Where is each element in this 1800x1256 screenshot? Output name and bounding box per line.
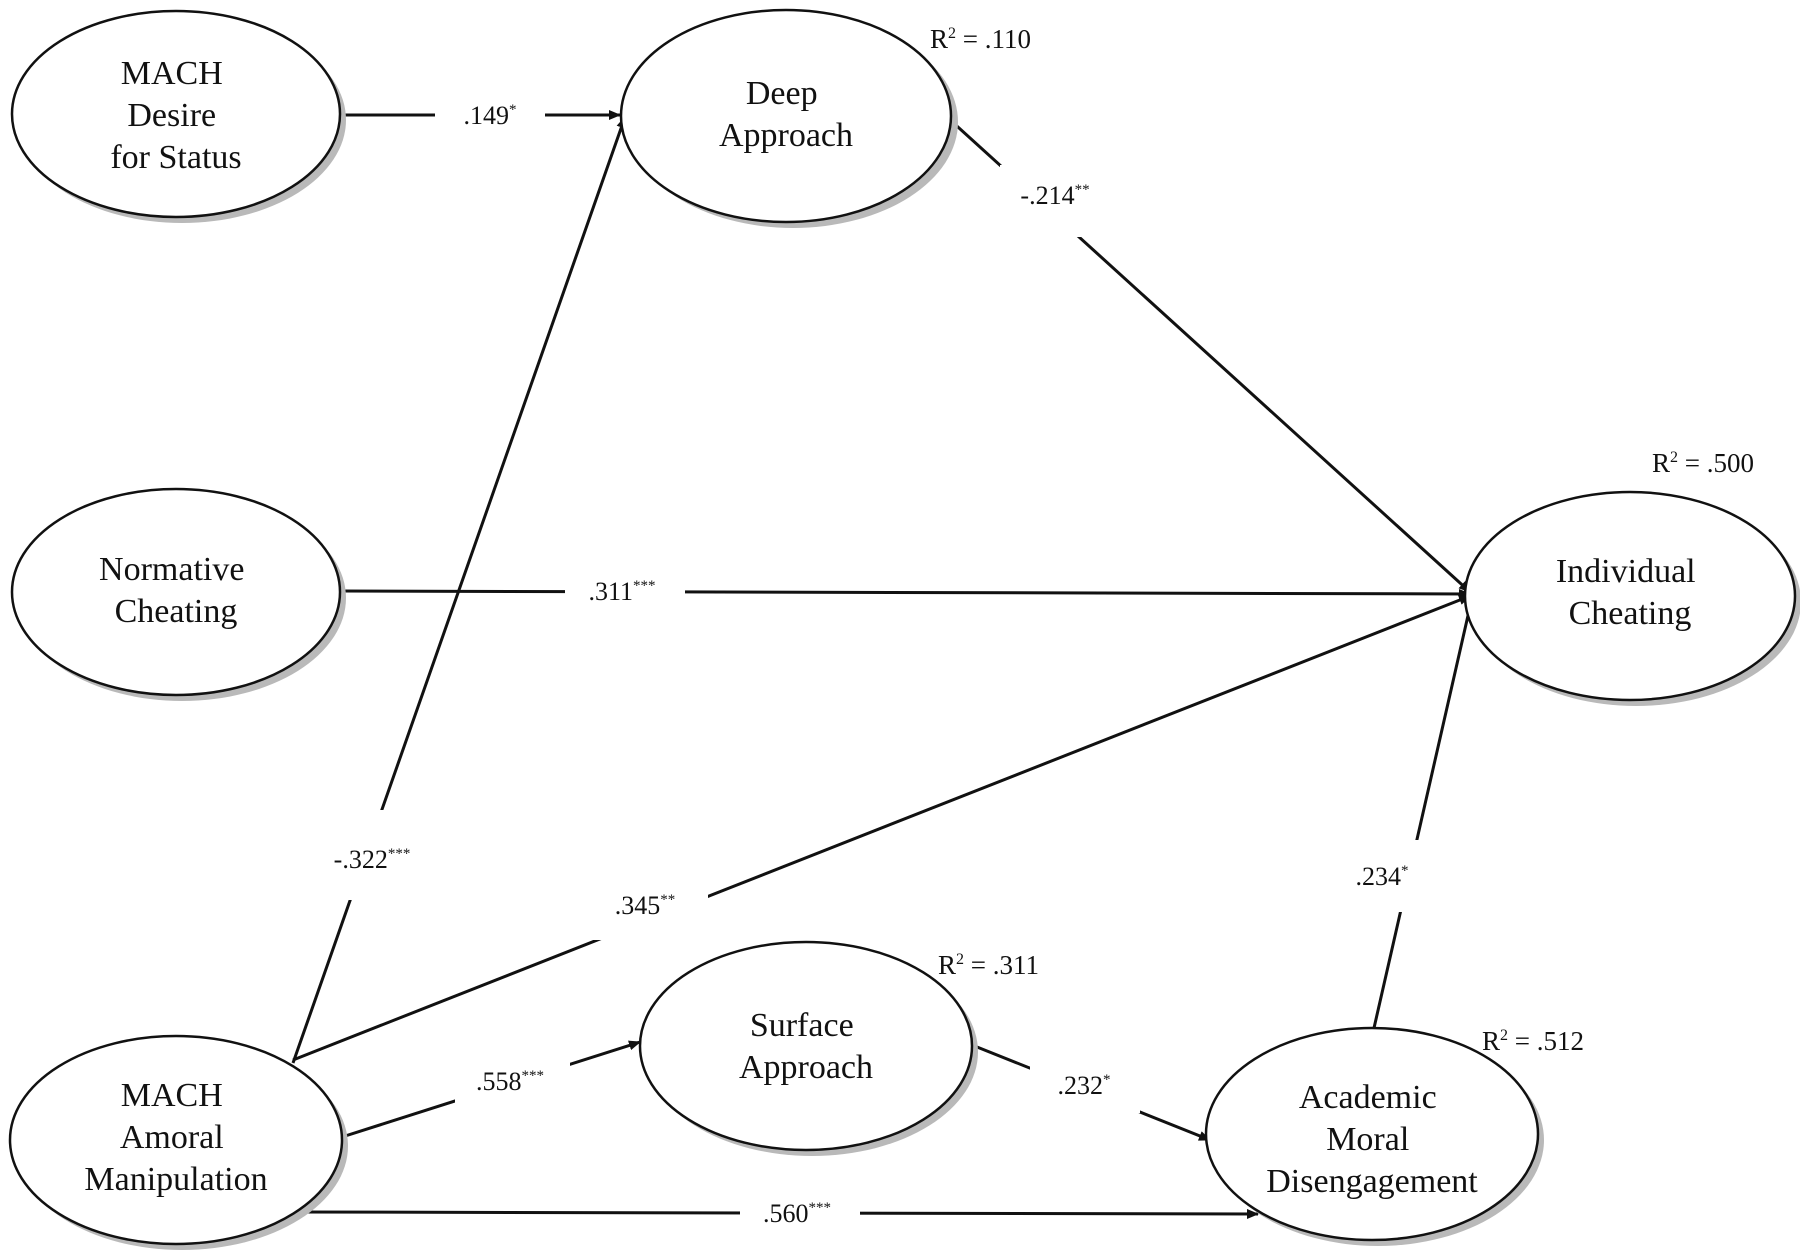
node-deep-approach: Deep Approach [619,8,958,228]
node-surface-approach: Surface Approach [638,940,978,1156]
edge-label-surface-academic: .232* [1058,1071,1111,1100]
node-individual-cheating: Individual Cheating [1463,490,1800,706]
node-label-mach-desire: MACH Desire for Status [110,55,241,176]
r2-label-surface: R2 = .311 [938,950,1039,980]
edge-normative-individual [341,588,1471,599]
node-label-mach-amoral: MACH Amoral Manipulation [84,1077,267,1198]
edge-amoral-deep [291,116,627,1064]
r2-label-deep: R2 = .110 [930,24,1031,54]
node-label-deep: Deep Approach [719,75,853,154]
nodes: MACH Desire for Status Deep Approach Nor… [8,8,1800,1250]
node-label-surface: Surface Approach [739,1007,873,1086]
edge-label-desire-deep: .149* [464,101,517,130]
edge-label-academic-individual: .234* [1356,862,1409,891]
edge-label-amoral-individual: .345** [615,891,676,920]
edge-label-amoral-deep: -.322*** [334,845,411,874]
edges: .149* -.214** .311*** -.322*** .345** .2 [291,98,1475,1230]
edge-academic-individual [1372,597,1475,1029]
edge-label-amoral-academic: .560*** [763,1199,831,1228]
node-label-academic: Academic Moral Disengagement [1266,1079,1478,1200]
node-mach-desire-for-status: MACH Desire for Status [10,9,346,223]
r2-labels: R2 = .110 R2 = .500 R2 = .311 R2 = .512 [930,24,1754,1056]
edge-label-normative-individual: .311*** [588,577,655,606]
r2-label-individual: R2 = .500 [1652,448,1754,478]
node-mach-amoral-manipulation: MACH Amoral Manipulation [8,1034,348,1250]
edge-amoral-individual [292,594,1471,1062]
edge-label-deep-individual: -.214** [1020,181,1089,210]
node-normative-cheating: Normative Cheating [10,487,346,701]
node-label-individual: Individual Cheating [1556,553,1704,632]
node-academic-moral-disengagement: Academic Moral Disengagement [1204,1026,1544,1246]
edge-label-amoral-surface: .558*** [476,1067,544,1096]
node-label-normative: Normative Cheating [99,551,253,630]
r2-label-academic: R2 = .512 [1482,1026,1584,1056]
